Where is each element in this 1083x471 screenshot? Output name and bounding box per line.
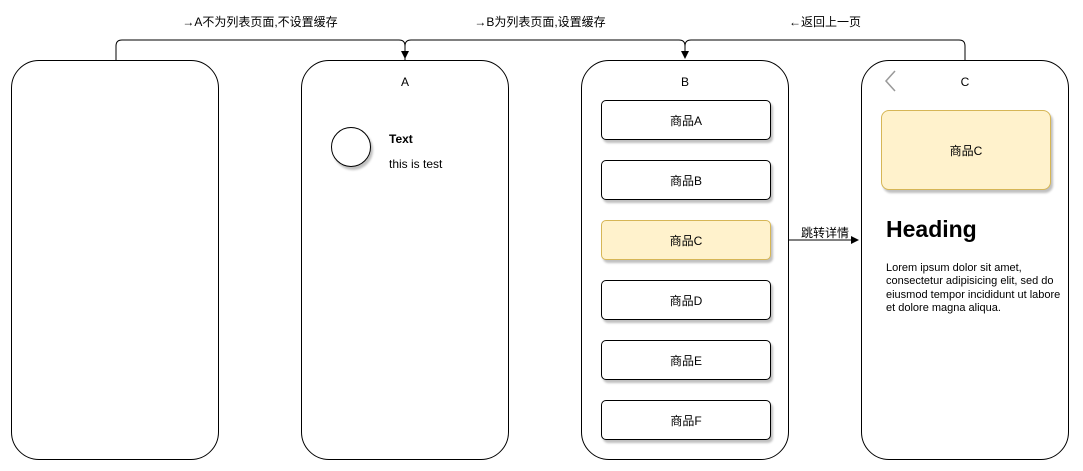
list-item[interactable]: 商品E bbox=[601, 340, 771, 380]
list-item[interactable]: 商品B bbox=[601, 160, 771, 200]
list-item[interactable]: 商品D bbox=[601, 280, 771, 320]
flow-line-c-back-to-b bbox=[684, 39, 966, 60]
flow-label-a-no-cache: →A不为列表页面,不设置缓存 bbox=[182, 15, 338, 29]
page-title-a: A bbox=[400, 75, 409, 89]
detail-body: Lorem ipsum dolor sit amet, consectetur … bbox=[886, 262, 1061, 315]
list-item[interactable]: 商品A bbox=[601, 100, 771, 140]
list-item[interactable]: 商品F bbox=[601, 400, 771, 440]
flow-line-blank-to-a bbox=[115, 39, 409, 60]
phone-a: A Text this is test bbox=[301, 60, 509, 460]
product-card: 商品C bbox=[881, 110, 1051, 190]
detail-heading: Heading bbox=[886, 216, 977, 242]
chevron-left-icon[interactable] bbox=[883, 69, 899, 93]
phone-c: C 商品C Heading Lorem ipsum dolor sit amet… bbox=[861, 60, 1069, 460]
flow-line-a-to-b bbox=[404, 39, 689, 60]
page-title-b: B bbox=[680, 75, 689, 89]
flow-label-back: ←返回上一页 bbox=[788, 15, 861, 29]
flow-label-b-cache: →B为列表页面,设置缓存 bbox=[474, 15, 606, 29]
phone-b: B 商品A 商品B 商品C 商品D 商品E 商品F bbox=[581, 60, 789, 460]
phone-blank bbox=[11, 60, 219, 460]
jump-detail-label: 跳转详情 bbox=[800, 226, 849, 240]
page-title-c: C bbox=[960, 75, 970, 89]
list-item-selected[interactable]: 商品C bbox=[601, 220, 771, 260]
text-body: this is test bbox=[389, 157, 443, 171]
avatar bbox=[331, 127, 371, 167]
text-title: Text bbox=[389, 132, 413, 146]
